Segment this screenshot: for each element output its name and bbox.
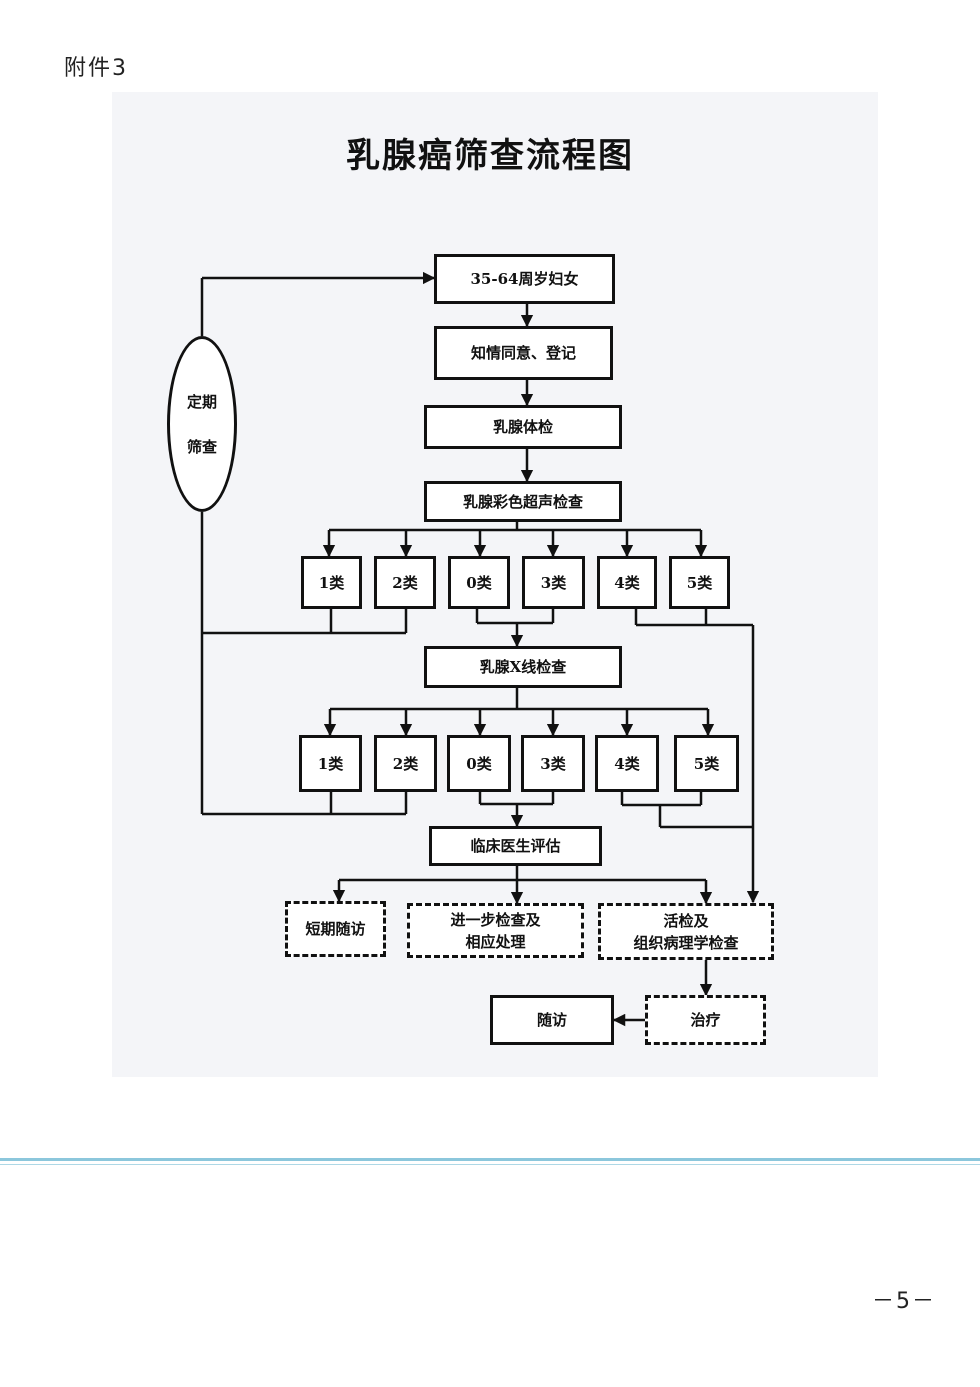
xr-class-box: 5类: [674, 735, 739, 792]
further-exam-line2: 相应处理: [465, 932, 526, 951]
xr-class-label: 3类: [540, 754, 566, 773]
footer-divider-thin: [0, 1164, 980, 1165]
footer-divider: [0, 1158, 980, 1161]
further-exam-line1: 进一步检查及: [450, 910, 541, 929]
xray-label: 乳腺X线检查: [479, 658, 567, 676]
attachment-label: 附件3: [64, 56, 128, 81]
consent-label: 知情同意、登记: [470, 344, 576, 362]
clinical-eval-label: 临床医生评估: [470, 837, 561, 855]
xr-class-label: 2类: [392, 754, 419, 773]
cycle-label-bottom: 筛查: [186, 438, 217, 456]
periodic-screening-oval: 定期 筛查: [167, 336, 237, 512]
us-class-box: 2类: [374, 556, 436, 609]
clinical-eval-box: 临床医生评估: [429, 826, 602, 866]
xr-class-label: 1类: [317, 754, 344, 773]
us-class-label: 2类: [392, 573, 418, 592]
xray-box: 乳腺X线检查: [424, 646, 622, 688]
xr-class-label: 4类: [614, 754, 640, 773]
biopsy-line1: 活检及: [663, 911, 709, 930]
us-class-label: 4类: [614, 573, 640, 592]
consent-box: 知情同意、登记: [434, 326, 613, 380]
physical-exam-label: 乳腺体检: [492, 418, 553, 436]
xr-class-box: 2类: [374, 735, 437, 792]
biopsy-box: 活检及 组织病理学检查: [598, 903, 774, 960]
xr-class-box: 0类: [447, 735, 511, 792]
xr-class-label: 0类: [466, 754, 492, 773]
us-class-label: 1类: [318, 573, 345, 592]
page-title: 乳腺癌筛查流程图: [346, 136, 634, 176]
us-class-box: 3类: [522, 556, 585, 609]
women-label: 35-64周岁妇女: [470, 270, 579, 288]
us-class-box: 1类: [301, 556, 362, 609]
us-class-label: 3类: [540, 573, 567, 592]
us-class-box: 5类: [669, 556, 730, 609]
us-class-label: 0类: [466, 573, 492, 592]
women-box: 35-64周岁妇女: [434, 254, 615, 304]
xr-class-label: 5类: [693, 754, 720, 773]
us-class-box: 0类: [448, 556, 510, 609]
xr-class-box: 4类: [595, 735, 659, 792]
xr-class-box: 3类: [521, 735, 585, 792]
ultrasound-label: 乳腺彩色超声检查: [462, 492, 583, 511]
page-number: －5－: [872, 1289, 936, 1314]
further-exam-box: 进一步检查及 相应处理: [407, 903, 584, 958]
treatment-box: 治疗: [645, 995, 766, 1045]
followup-box: 随访: [490, 995, 614, 1045]
ultrasound-box: 乳腺彩色超声检查: [424, 481, 622, 522]
short-followup-box: 短期随访: [285, 901, 386, 957]
us-class-box: 4类: [597, 556, 657, 609]
us-class-label: 5类: [686, 573, 713, 592]
cycle-label-top: 定期: [186, 393, 217, 411]
short-followup-label: 短期随访: [305, 920, 366, 938]
physical-exam-box: 乳腺体检: [424, 405, 622, 449]
biopsy-line2: 组织病理学检查: [633, 933, 739, 952]
treatment-label: 治疗: [690, 1011, 721, 1029]
followup-label: 随访: [536, 1011, 567, 1029]
xr-class-box: 1类: [299, 735, 362, 792]
